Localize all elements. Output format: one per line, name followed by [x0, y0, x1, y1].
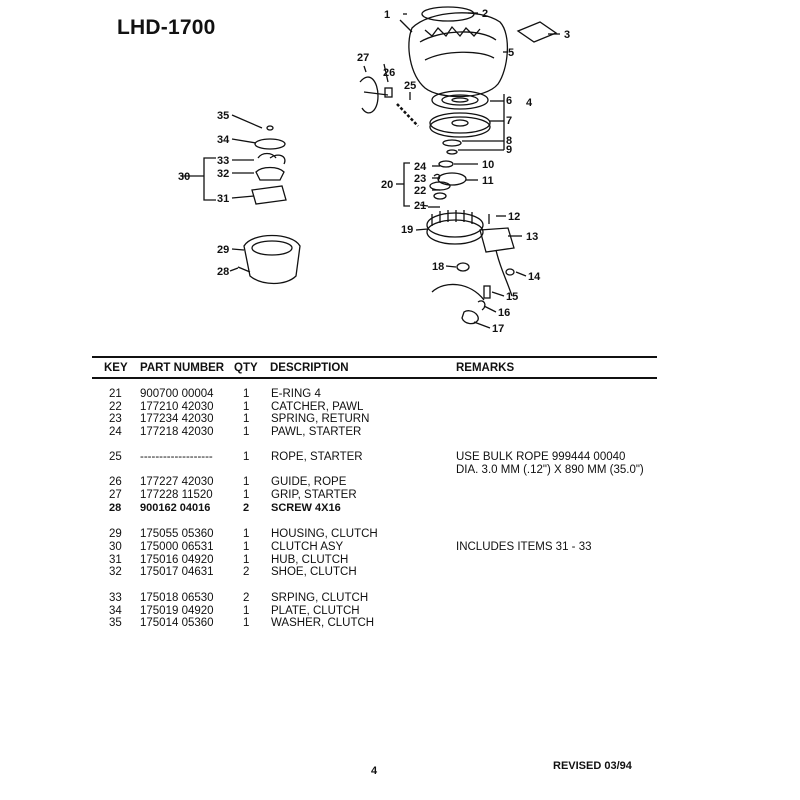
- callout-17: 17: [492, 323, 504, 335]
- callout-31: 31: [217, 193, 229, 205]
- callout-23: 23: [414, 173, 426, 185]
- callout-30: 30: [178, 171, 190, 183]
- exploded-parts-diagram: 1 2 3 4 5 6 7 8 9 10 11 12 13 14 15 16 1…: [178, 6, 570, 335]
- header-description: DESCRIPTION: [270, 362, 349, 374]
- header-key: KEY: [104, 362, 128, 374]
- callout-22: 22: [414, 185, 426, 197]
- callout-9: 9: [506, 144, 512, 156]
- header-qty: QTY: [234, 362, 258, 374]
- callout-3: 3: [564, 29, 570, 41]
- callout-28: 28: [217, 266, 229, 278]
- callout-11: 11: [482, 175, 494, 187]
- callout-1: 1: [384, 9, 390, 21]
- table-header-rule: [92, 377, 657, 379]
- header-remarks: REMARKS: [456, 362, 515, 374]
- callout-20: 20: [381, 179, 393, 191]
- callout-32: 32: [217, 168, 229, 180]
- callout-25: 25: [404, 80, 416, 92]
- callout-18: 18: [432, 261, 444, 273]
- callout-16: 16: [498, 307, 510, 319]
- callout-19: 19: [401, 224, 413, 236]
- callout-6: 6: [506, 95, 512, 107]
- callout-33: 33: [217, 155, 229, 167]
- starter-cover-drawing: [408, 12, 509, 98]
- callout-10: 10: [482, 159, 494, 171]
- callout-7: 7: [506, 115, 512, 127]
- callout-12: 12: [508, 211, 520, 223]
- callout-15: 15: [506, 291, 518, 303]
- table-top-rule: [92, 356, 657, 358]
- callout-29: 29: [217, 244, 229, 256]
- header-part-number: PART NUMBER: [140, 362, 225, 374]
- callout-5: 5: [508, 47, 514, 59]
- callout-8: 8: [506, 135, 512, 147]
- callout-24: 24: [414, 161, 427, 173]
- page-number: 4: [371, 765, 378, 777]
- callout-34: 34: [217, 134, 230, 146]
- callout-13: 13: [526, 231, 538, 243]
- callout-2: 2: [482, 8, 488, 20]
- callout-26: 26: [383, 67, 395, 79]
- callout-4: 4: [526, 97, 533, 109]
- callout-21: 21: [414, 200, 426, 212]
- callout-14: 14: [528, 271, 541, 283]
- callout-27: 27: [357, 52, 369, 64]
- revision-note: REVISED 03/94: [553, 760, 632, 772]
- page-title: LHD-1700: [117, 16, 216, 39]
- callout-35: 35: [217, 110, 229, 122]
